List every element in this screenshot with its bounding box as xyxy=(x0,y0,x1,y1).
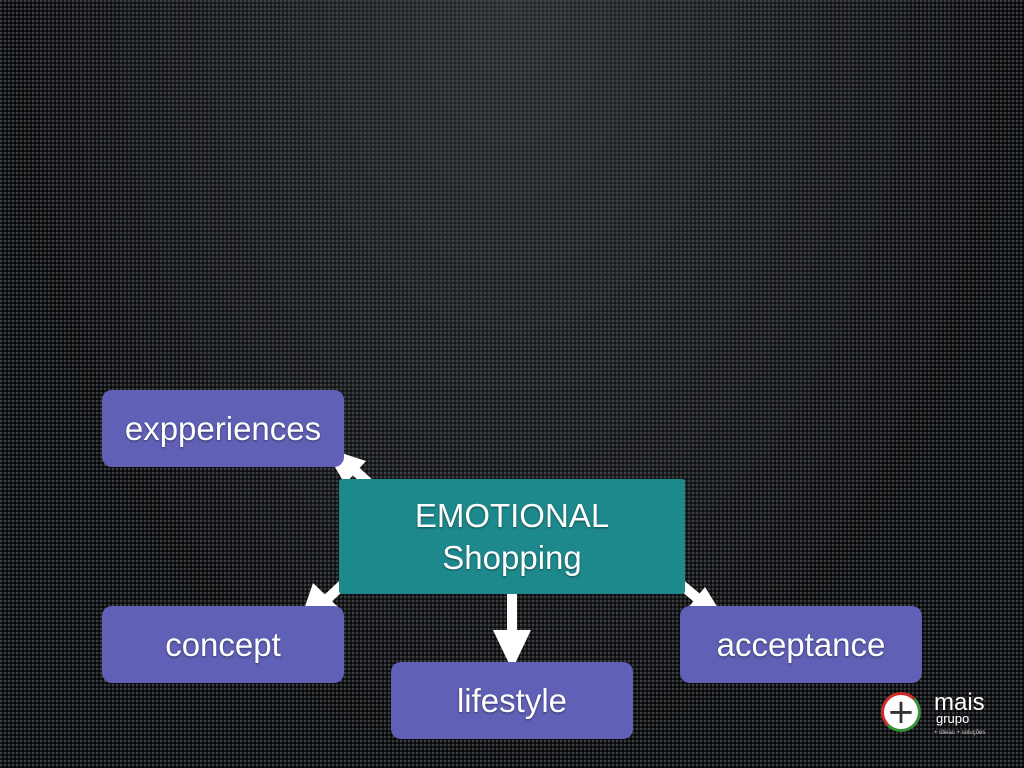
node-acceptance: acceptance xyxy=(680,606,922,683)
node-experiences-label: expperiences xyxy=(124,409,322,447)
mais-grupo-logo: + mais grupo + ideias + soluções xyxy=(878,690,998,740)
node-lifestyle: lifestyle xyxy=(391,662,633,739)
node-lifestyle-label: lifestyle xyxy=(456,681,568,719)
arrow-to-lifestyle xyxy=(493,592,531,670)
node-experiences: expperiences xyxy=(102,390,344,467)
logo-tagline: + ideias + soluções xyxy=(934,730,986,736)
logo-sub: grupo xyxy=(936,711,970,726)
node-acceptance-label: acceptance xyxy=(716,625,886,663)
center-node-line2: Shopping xyxy=(442,538,582,576)
node-concept: concept xyxy=(102,606,344,683)
plus-circle-icon: + xyxy=(881,692,921,732)
center-node-line1: EMOTIONAL xyxy=(414,496,610,534)
logo-word: mais xyxy=(934,689,985,716)
node-concept-label: concept xyxy=(165,625,281,663)
center-node-emotional-shopping: EMOTIONAL Shopping xyxy=(339,479,685,594)
